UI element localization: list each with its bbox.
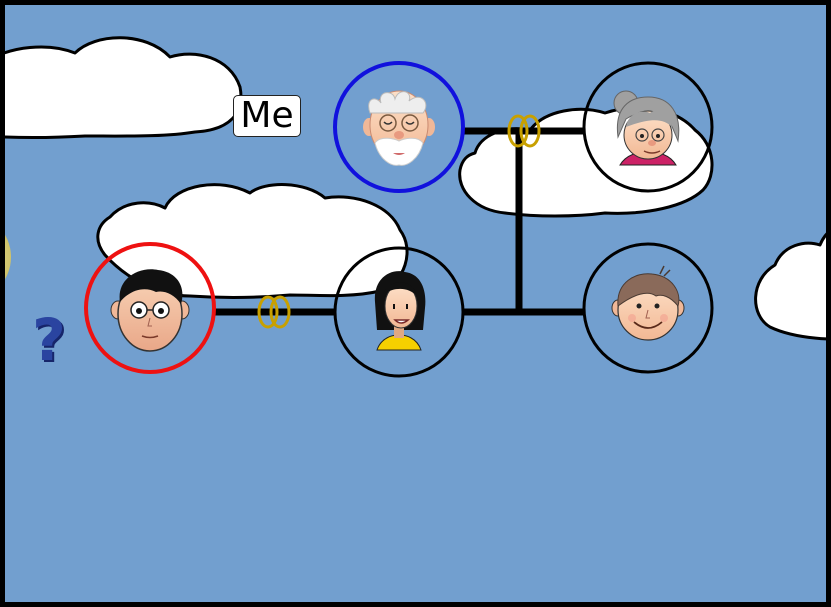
family-tree-scene [5, 5, 826, 602]
young-woman-icon [374, 271, 426, 351]
person-ring [582, 242, 714, 374]
relation-lines [214, 127, 585, 316]
selection-ring [84, 242, 216, 374]
person-ring [582, 61, 714, 193]
person-node-grandfather[interactable] [333, 61, 465, 193]
wedding-rings-icon[interactable] [507, 114, 541, 148]
person-node-sibling[interactable] [582, 242, 714, 374]
person-ring [333, 246, 465, 378]
person-node-spouse[interactable] [333, 246, 465, 378]
sun-icon [5, 234, 11, 280]
boy-with-glasses-icon [110, 269, 190, 352]
person-node-me[interactable] [84, 242, 216, 374]
focus-ring [333, 61, 465, 193]
grandmother-icon [613, 90, 680, 166]
wedding-rings-icon[interactable] [257, 295, 291, 329]
cloud-right-edge [754, 232, 826, 341]
help-question-icon[interactable]: ? [32, 306, 66, 374]
game-stage: Me ? [5, 5, 826, 602]
grandfather-icon [363, 90, 435, 166]
me-label: Me [233, 95, 301, 137]
cloud-top-left [5, 36, 243, 139]
smiling-boy-icon [611, 265, 685, 341]
person-node-grandmother[interactable] [582, 61, 714, 193]
